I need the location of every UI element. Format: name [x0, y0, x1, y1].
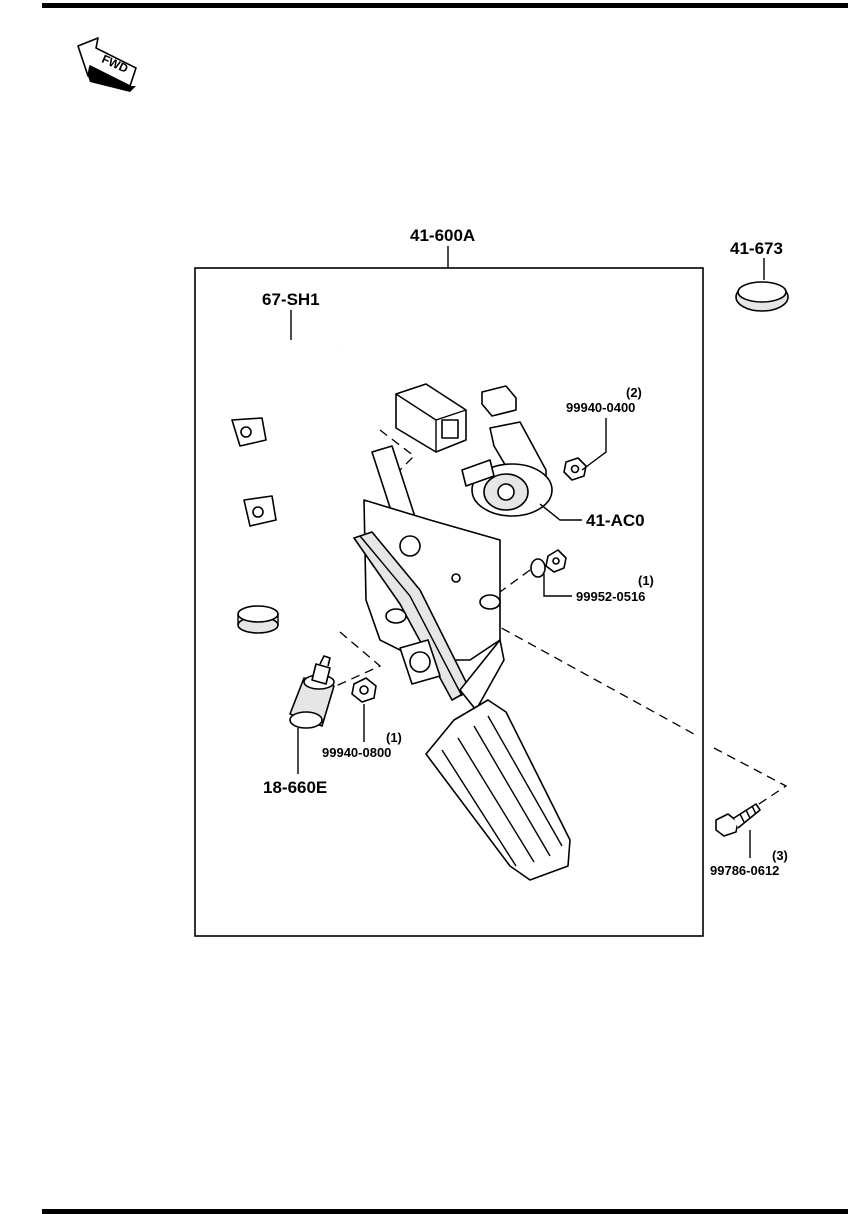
sensor-label: 41-AC0 — [586, 511, 645, 530]
bolt-qty: (3) — [772, 848, 788, 863]
wiring-harness — [231, 318, 517, 634]
bolt-part-number: 99786-0612 — [710, 863, 779, 878]
connector-guide — [379, 429, 415, 477]
washer-guide — [499, 569, 531, 593]
bolt-guide-outer — [713, 747, 788, 807]
large-nut-part: 99940-0800 — [322, 745, 391, 760]
switch-label: 18-660E — [263, 778, 327, 797]
bolt-part — [715, 803, 761, 837]
washer-qty: (1) — [638, 573, 654, 588]
fwd-arrow-icon: FWD — [77, 37, 137, 92]
cap-part — [735, 281, 789, 312]
sensor-leader — [539, 503, 582, 521]
large-nut — [351, 677, 377, 703]
small-nut-leader — [581, 418, 607, 471]
small-nut — [563, 457, 587, 481]
assembly-label: 41-600A — [410, 226, 475, 245]
assembly-frame — [194, 267, 704, 937]
small-nut-qty: (2) — [626, 385, 642, 400]
pedal-sensor — [461, 421, 553, 517]
washer-part-number: 99952-0516 — [576, 589, 645, 604]
switch-guide — [335, 631, 382, 687]
harness-label: 67-SH1 — [262, 290, 320, 309]
pedal-assembly — [353, 445, 571, 881]
large-nut-qty: (1) — [386, 730, 402, 745]
small-nut-part: 99940-0400 — [566, 400, 635, 415]
bottom-rule — [42, 1209, 848, 1214]
washer-part — [530, 549, 567, 578]
cap-label: 41-673 — [730, 239, 783, 258]
top-rule — [42, 3, 848, 8]
stop-lamp-switch — [289, 655, 335, 729]
washer-leader — [543, 574, 572, 597]
